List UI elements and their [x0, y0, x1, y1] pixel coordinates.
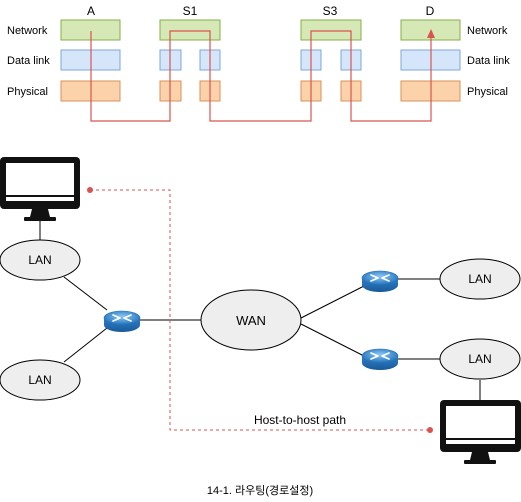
wan-label: WAN	[236, 313, 266, 328]
s1-network-layer	[159, 19, 221, 41]
host-path-line	[90, 189, 430, 431]
network-diagram: Host-to-host path LAN LAN LAN LAN	[0, 157, 521, 464]
layer-label-network-left: Network	[7, 25, 48, 37]
router-icon	[361, 270, 399, 292]
lan-node-bottom-right	[439, 338, 521, 380]
layer-label-datalink-left: Data link	[7, 55, 50, 67]
link-wan-router-bottom	[300, 323, 367, 358]
monitor-icon	[0, 157, 80, 221]
layer-path-line	[90, 30, 432, 122]
wan-node	[200, 289, 302, 351]
layer-path-arrowhead	[427, 29, 435, 38]
lan-label-bottom-right: LAN	[468, 352, 491, 366]
node-label-s1: S1	[183, 4, 198, 18]
lan-node-bottom-left	[0, 359, 81, 401]
host-path-end-dot	[427, 427, 433, 433]
host-to-host-path: Host-to-host path	[87, 187, 433, 433]
figure-caption: 14-1. 라우팅(경로설정)	[207, 484, 313, 497]
link-lan-top-router	[63, 276, 108, 311]
link-wan-router-top	[300, 284, 367, 319]
node-label-a: A	[87, 4, 95, 18]
link-lan-bottom-router	[63, 327, 108, 363]
lan-label-top-right: LAN	[468, 272, 491, 286]
router-icon	[361, 348, 399, 370]
lan-label-bottom-left: LAN	[28, 373, 51, 387]
monitor-icon	[440, 400, 521, 464]
router-icon	[103, 310, 141, 332]
lan-label-top-left: LAN	[28, 253, 51, 267]
layer-label-datalink-right: Data link	[467, 55, 510, 67]
layer-label-physical-right: Physical	[467, 86, 508, 98]
lan-node-top-left	[0, 239, 81, 281]
layer-label-physical-left: Physical	[7, 86, 48, 98]
node-label-s3: S3	[323, 4, 338, 18]
node-label-d: D	[426, 4, 435, 18]
host-path-label: Host-to-host path	[254, 413, 346, 427]
host-path-start-dot	[87, 187, 93, 193]
lan-node-top-right	[439, 258, 521, 300]
s3-network-layer	[300, 19, 362, 41]
layer-diagram: A S1 S3 D Network Data link Physical Net…	[7, 4, 510, 122]
network-links	[39, 217, 481, 400]
layer-label-network-right: Network	[467, 25, 508, 37]
